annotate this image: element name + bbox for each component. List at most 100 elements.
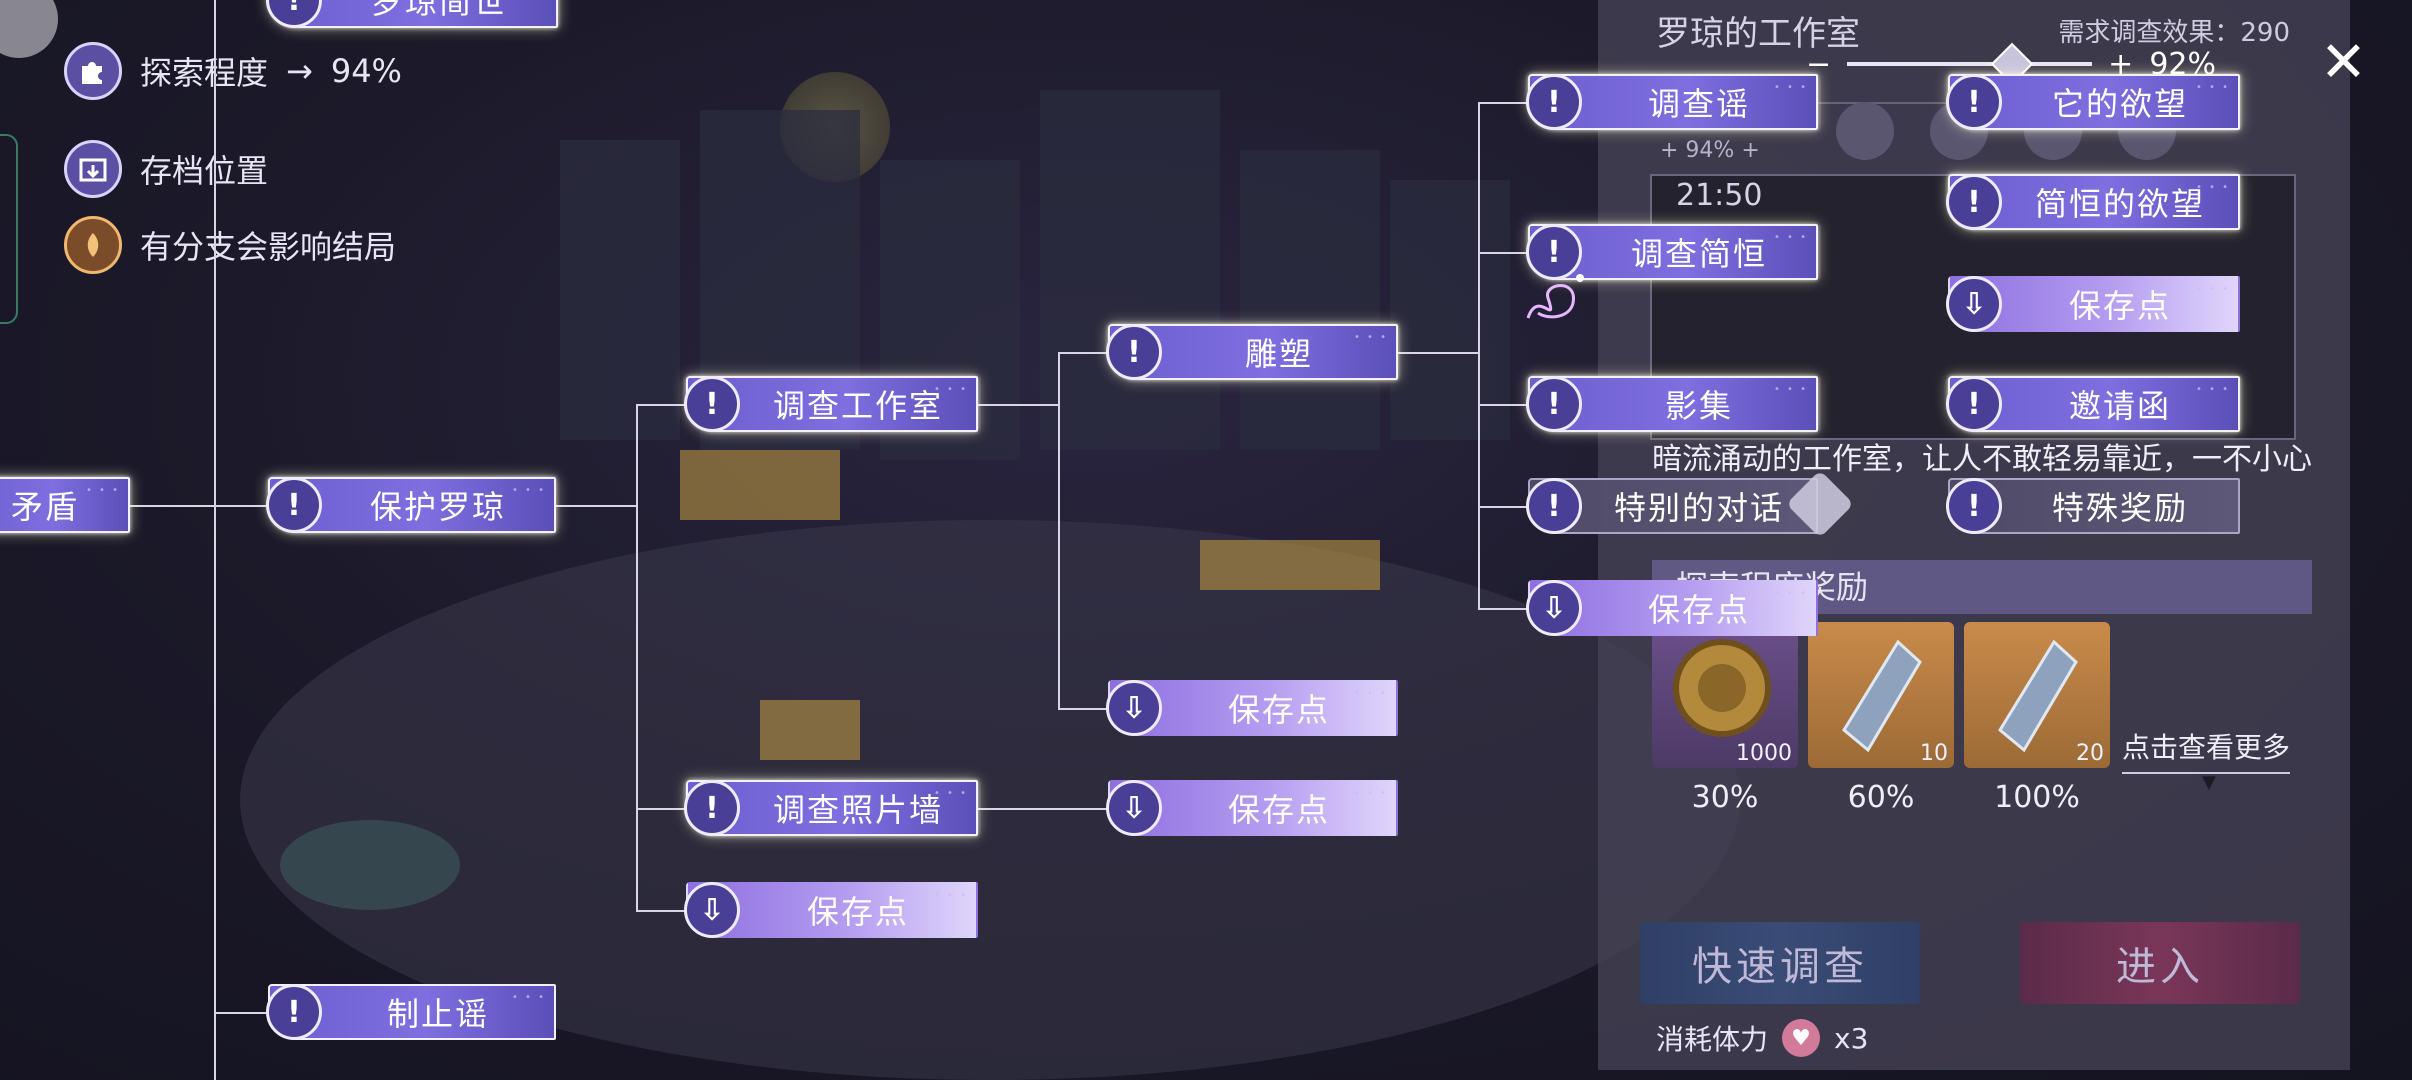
- lit-window: [760, 700, 860, 760]
- save-folder-icon: ⇩: [1106, 680, 1162, 736]
- node-its-desire[interactable]: ! 它的欲望 • • •: [1946, 74, 2240, 130]
- legend-explore: 探索程度 → 94%: [64, 42, 402, 100]
- node-save-point[interactable]: ⇩ 保存点 • • •: [684, 882, 978, 938]
- tree-line: [1058, 708, 1110, 710]
- side-tab[interactable]: [0, 134, 18, 324]
- node-label: 简恒的欲望: [2034, 185, 2205, 223]
- node-decoration: • • •: [2195, 182, 2230, 193]
- pond: [280, 820, 460, 910]
- node-protect-luoqiong[interactable]: ! 保护罗琼 • • •: [266, 477, 556, 533]
- node-label: 特别的对话: [1613, 489, 1784, 527]
- stamina-heart-icon: ♥: [1782, 1019, 1821, 1057]
- tree-trunk-line: [214, 0, 216, 1080]
- node-investigate-studio[interactable]: ! 调查工作室 • • •: [684, 376, 978, 432]
- puzzle-icon[interactable]: [1836, 102, 1894, 160]
- crystal-icon: [1998, 639, 2078, 753]
- enter-button[interactable]: 进入: [2020, 922, 2300, 1004]
- tree-line: [1478, 608, 1530, 610]
- node-label: 保存点: [1227, 691, 1330, 729]
- node-decoration: • • •: [1353, 688, 1388, 699]
- exclamation-icon: !: [1946, 74, 2002, 130]
- exclamation-icon: !: [1946, 174, 2002, 230]
- tree-line: [636, 808, 686, 810]
- reward-item-coin[interactable]: 1000: [1652, 622, 1798, 768]
- save-folder-icon: ⇩: [1526, 580, 1582, 636]
- reward-threshold: 60%: [1847, 780, 1915, 815]
- reward-qty: 1000: [1736, 741, 1792, 766]
- tree-line: [556, 505, 636, 507]
- node-decoration: • • •: [511, 992, 546, 1003]
- stamina-value: x3: [1834, 1021, 1869, 1055]
- lit-window: [1200, 540, 1380, 590]
- tree-line: [978, 404, 1058, 406]
- node-label: 调查工作室: [772, 387, 943, 425]
- exclamation-icon: !: [266, 984, 322, 1040]
- node-label: 它的欲望: [2051, 85, 2188, 123]
- node-label: 影集: [1664, 387, 1733, 425]
- branch-leaf-icon: [64, 216, 122, 274]
- node-jianheng-desire[interactable]: ! 简恒的欲望 • • •: [1946, 174, 2240, 230]
- exclamation-icon: !: [1946, 478, 2002, 534]
- stamina-cost: 消耗体力 ♥ x3: [1656, 1018, 1868, 1058]
- view-more-link[interactable]: 点击查看更多: [2122, 726, 2291, 774]
- node-special-talk[interactable]: ! 特别的对话: [1526, 478, 1818, 534]
- node-save-point[interactable]: ⇩ 保存点 • • •: [1526, 580, 1818, 636]
- save-folder-icon: ⇩: [1106, 780, 1162, 836]
- caret-down-icon: ▼: [2202, 772, 2216, 793]
- save-folder-icon: ⇩: [684, 882, 740, 938]
- reward-item-crystal[interactable]: 20: [1964, 622, 2110, 768]
- tree-line: [978, 808, 1110, 810]
- save-folder-icon: ⇩: [1946, 276, 2002, 332]
- node-root-partial[interactable]: 矛盾 • • •: [0, 477, 130, 533]
- node-decoration: • • •: [2195, 384, 2230, 395]
- node-top-partial[interactable]: ! 罗琼简世: [266, 0, 558, 28]
- node-decoration: • • •: [933, 788, 968, 799]
- node-decoration: • • •: [1773, 232, 1808, 243]
- tree-line: [636, 404, 686, 406]
- panel-title: 罗琼的工作室: [1656, 14, 1860, 54]
- exclamation-icon: !: [1526, 224, 1582, 280]
- node-investigate-jianheng[interactable]: ! 调查简恒 • • •: [1526, 224, 1818, 280]
- node-save-point[interactable]: ⇩ 保存点 • • •: [1946, 276, 2240, 332]
- node-decoration: • • •: [1353, 788, 1388, 799]
- node-stop-yao[interactable]: ! 制止谣 • • •: [266, 984, 556, 1040]
- exclamation-icon: !: [1526, 376, 1582, 432]
- node-save-point[interactable]: ⇩ 保存点 • • •: [1106, 680, 1398, 736]
- tree-line: [214, 1012, 268, 1014]
- node-investigate-photowall[interactable]: ! 调查照片墙 • • •: [684, 780, 978, 836]
- node-decoration: • • •: [1773, 82, 1808, 93]
- node-label: 保存点: [2068, 287, 2171, 325]
- sparkle-ribbon-icon: [1526, 274, 1584, 319]
- tree-line: [1058, 352, 1060, 708]
- reward-qty: 20: [2076, 741, 2104, 766]
- node-investigate-yao[interactable]: ! 调查谣 • • •: [1526, 74, 1818, 130]
- node-special-reward[interactable]: ! 特殊奖励: [1946, 478, 2240, 534]
- tree-line: [636, 404, 638, 910]
- node-label: 雕塑: [1244, 335, 1313, 373]
- tree-line: [636, 910, 686, 912]
- building: [1240, 150, 1380, 450]
- node-decoration: • • •: [85, 485, 120, 496]
- node-decoration: • • •: [1353, 332, 1388, 343]
- node-sculpture[interactable]: ! 雕塑 • • •: [1106, 324, 1398, 380]
- legend-branch: 有分支会影响结局: [64, 216, 396, 274]
- tree-line: [1058, 352, 1110, 354]
- tree-line: [1478, 102, 1530, 104]
- node-save-point[interactable]: ⇩ 保存点 • • •: [1106, 780, 1398, 836]
- node-label: 保存点: [1647, 591, 1750, 629]
- node-decoration: • • •: [1773, 384, 1808, 395]
- save-label: 存档位置: [140, 152, 269, 190]
- node-label: 调查照片墙: [772, 791, 943, 829]
- close-icon[interactable]: ✕: [2320, 30, 2367, 95]
- node-label: 邀请函: [2068, 387, 2171, 425]
- node-invitation[interactable]: ! 邀请函 • • •: [1946, 376, 2240, 432]
- node-album[interactable]: ! 影集 • • •: [1526, 376, 1818, 432]
- tree-line: [1478, 506, 1530, 508]
- quick-investigate-button[interactable]: 快速调查: [1640, 922, 1920, 1004]
- node-decoration: • • •: [2195, 284, 2230, 295]
- exclamation-icon: !: [1526, 74, 1582, 130]
- tree-line: [130, 505, 268, 507]
- lit-window: [680, 450, 840, 520]
- zoom-slider[interactable]: [1847, 42, 2093, 86]
- reward-item-crystal[interactable]: 10: [1808, 622, 1954, 768]
